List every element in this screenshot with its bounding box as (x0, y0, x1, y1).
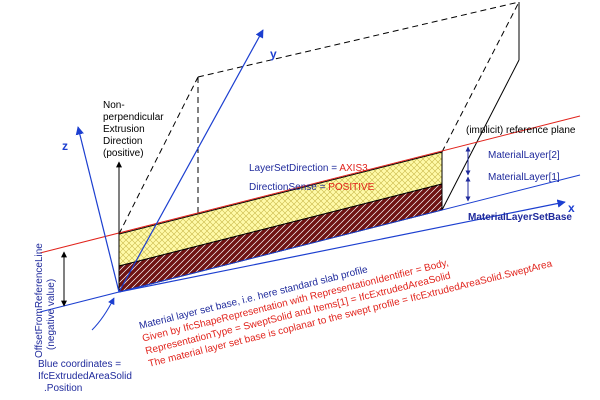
y-axis (118, 29, 264, 293)
extrusion-box-dashed (118, 1, 520, 235)
material-layer-1-label: MaterialLayer[1] (488, 172, 560, 183)
z-axis (75, 126, 120, 293)
x-axis (118, 199, 566, 293)
material-layer-set-base-line (39, 174, 581, 313)
layer-set-direction-text: LayerSetDirection = AXIS3 (249, 163, 368, 174)
direction-sense-text: DirectionSense = POSITIVE (249, 182, 375, 193)
reference-plane-label: (implicit) reference plane (466, 125, 576, 136)
z-axis-label: z (62, 139, 68, 153)
x-axis-label: x (568, 201, 575, 215)
material-layer-2-label: MaterialLayer[2] (488, 150, 560, 161)
y-axis-label: y (270, 47, 277, 61)
extrusion-box-solid (441, 2, 520, 211)
reference-plane-line (39, 115, 581, 254)
blue-coordinates-leader (91, 297, 115, 331)
material-layer-set-base-label: MaterialLayerSetBase (468, 212, 572, 223)
offset-label: OffsetFromReferenceLine (negative value) (34, 240, 57, 358)
extrusion-direction-label: Non- perpendicular Extrusion Direction (… (103, 100, 166, 159)
blue-coordinates-label: Blue coordinates = IfcExtrudedAreaSolid … (38, 359, 135, 394)
